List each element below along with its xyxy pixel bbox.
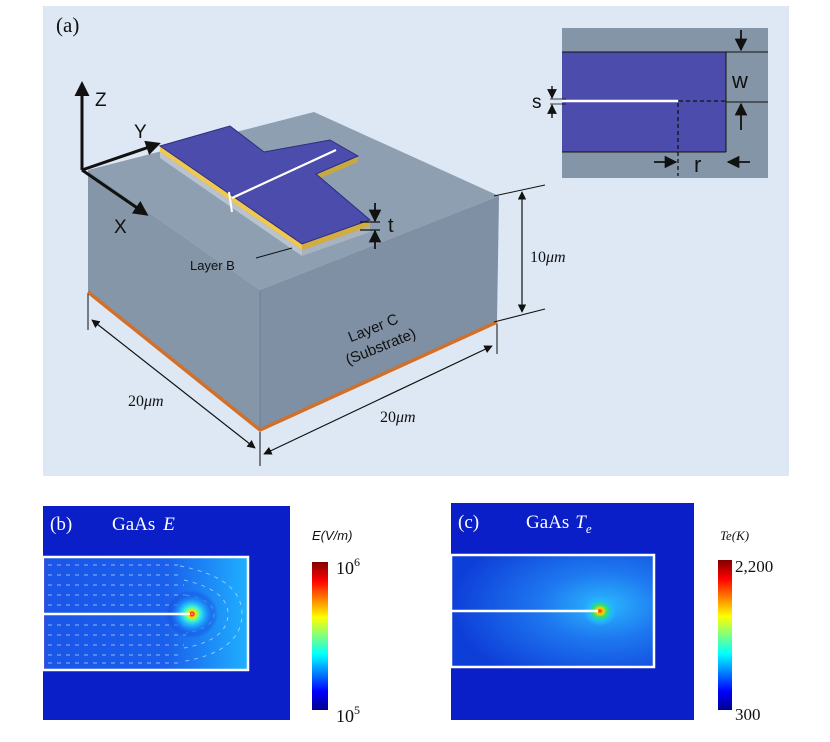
z-axis-label: Z <box>95 90 107 111</box>
panel-b-colorbar-max-base: 10 <box>336 558 354 578</box>
y-axis <box>81 140 161 172</box>
panel-b-colorbar <box>312 562 328 710</box>
svg-text:106: 106 <box>336 555 360 578</box>
panel-a: (a) Z <box>43 6 789 476</box>
thickness-label: t <box>388 215 394 237</box>
width-left-unit: μm <box>143 393 164 410</box>
inset-r-label: r <box>694 152 701 177</box>
height-dimension: 10μm <box>493 184 566 323</box>
panel-b-label: (b) <box>50 514 72 535</box>
svg-text:105: 105 <box>336 703 360 726</box>
metal-top-face <box>158 125 371 245</box>
layer-b-pointer <box>255 247 293 259</box>
panel-b-title-symbol: E <box>162 514 175 535</box>
coordinate-axes: Z Y X <box>74 81 161 238</box>
inset-w-label: w <box>731 68 748 93</box>
width-dimension-left: 20μm <box>87 294 261 466</box>
panel-c-title-sub: e <box>586 521 592 536</box>
thickness-indicator: t <box>360 203 394 249</box>
panel-a-label: (a) <box>56 13 79 37</box>
panel-b-colorbar-min-base: 10 <box>336 706 354 726</box>
y-axis-label: Y <box>134 122 147 143</box>
layer-b-label: Layer B <box>190 258 235 273</box>
electrode-stack <box>158 125 371 256</box>
panel-c-colorbar-max: 2,200 <box>735 557 773 576</box>
panel-c-colorbar <box>718 560 732 710</box>
svg-text:20μm: 20μm <box>128 393 164 410</box>
panel-b-colorbar-min-exp: 5 <box>354 703 360 717</box>
panel-c-label: (c) <box>458 512 479 533</box>
x-axis-label: X <box>114 217 127 238</box>
panel-c-title-material: GaAs <box>526 512 569 533</box>
gap-line <box>228 191 233 213</box>
x-axis <box>81 168 149 216</box>
panel-c-colorbar-label: Te(K) <box>720 528 749 543</box>
gold-layer <box>160 146 302 250</box>
panel-b-title-material: GaAs <box>112 514 155 535</box>
svg-text:20μm: 20μm <box>380 409 416 426</box>
panel-c: (c) GaAs Te Te(K) 2,200 300 <box>449 503 773 724</box>
panel-c-title-symbol: T <box>575 512 587 533</box>
slit-line <box>231 149 337 199</box>
svg-text:10μm: 10μm <box>530 249 566 266</box>
inset-top-view: w r s <box>532 28 768 178</box>
width-right-value: 20 <box>380 409 396 426</box>
panel-b-colorbar-label: E(V/m) <box>312 528 352 543</box>
width-dimension-right: 20μm <box>263 324 498 455</box>
height-unit: μm <box>545 249 566 266</box>
width-right-unit: μm <box>395 409 416 426</box>
panel-b-colorbar-max-exp: 6 <box>354 555 360 569</box>
panel-c-colorbar-min: 300 <box>735 705 761 724</box>
inset-s-label: s <box>532 92 542 113</box>
height-value: 10 <box>530 249 546 266</box>
width-left-value: 20 <box>128 393 144 410</box>
